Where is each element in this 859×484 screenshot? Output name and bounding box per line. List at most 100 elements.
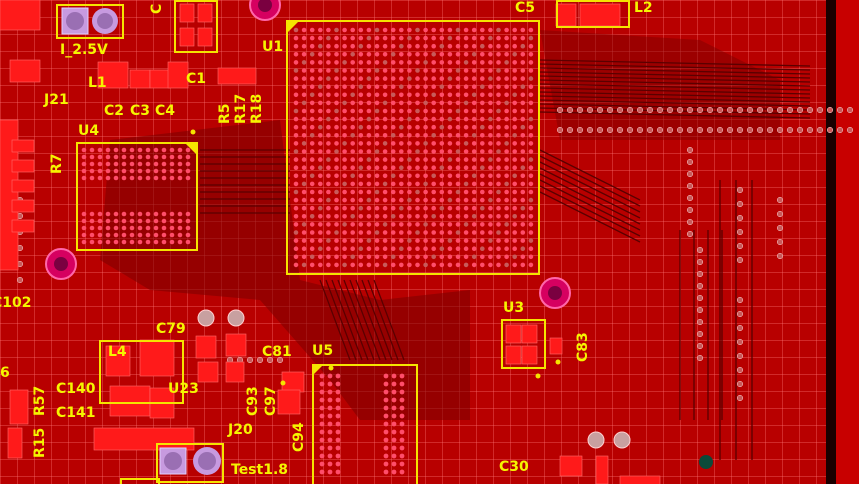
u4-pad xyxy=(121,239,127,245)
i25v-connector-outline[interactable] xyxy=(56,4,124,39)
bga-ball xyxy=(350,100,356,106)
u4-pad xyxy=(145,218,151,224)
top-cap-outline[interactable] xyxy=(174,0,218,53)
u5-pad xyxy=(327,421,333,427)
bga-ball xyxy=(326,157,331,162)
c5-outline[interactable] xyxy=(556,0,630,28)
bga-ball xyxy=(358,108,364,114)
bga-ball xyxy=(423,197,428,203)
bga-ball xyxy=(382,60,388,65)
u4-outline[interactable] xyxy=(76,142,198,251)
bga-ball xyxy=(358,133,364,138)
bga-ball xyxy=(358,157,364,162)
trace-bundle-mid xyxy=(539,149,641,201)
bga-ball xyxy=(374,76,380,81)
bga-ball xyxy=(382,68,388,73)
smd-pad xyxy=(521,345,538,365)
u4-pad xyxy=(121,232,127,238)
bga-ball xyxy=(326,214,331,219)
bga-ball xyxy=(358,254,364,260)
bottom-left-outline[interactable] xyxy=(120,478,160,484)
bga-ball xyxy=(447,35,453,41)
bga-ball xyxy=(382,246,388,251)
u4-pad xyxy=(161,168,167,174)
bga-ball xyxy=(382,157,388,162)
trace-bundle-right xyxy=(539,63,811,71)
bga-ball xyxy=(455,68,461,73)
bga-ball xyxy=(463,230,469,235)
bga-ball xyxy=(471,254,477,260)
bga-ball xyxy=(520,60,526,65)
u5-pad xyxy=(391,461,397,467)
label-r15: R15 xyxy=(32,427,48,458)
bga-ball xyxy=(390,27,396,33)
test18-connector-outline[interactable] xyxy=(156,443,224,483)
bga-ball xyxy=(374,68,380,73)
bga-ball xyxy=(399,43,404,49)
bga-ball xyxy=(342,124,347,130)
bga-ball xyxy=(496,35,501,41)
via xyxy=(696,318,704,326)
thru-hole-pad xyxy=(587,431,605,449)
bga-ball xyxy=(463,27,469,33)
bga-ball xyxy=(334,149,339,154)
bga-ball xyxy=(342,262,347,268)
bga-ball xyxy=(471,181,477,187)
bga-ball xyxy=(326,141,331,146)
bga-ball xyxy=(382,214,388,219)
via xyxy=(736,242,744,250)
bga-ball xyxy=(342,230,347,235)
bga-ball xyxy=(309,35,315,41)
bga-ball xyxy=(423,100,428,106)
via xyxy=(736,186,744,194)
bga-ball xyxy=(480,197,485,203)
u4-pad xyxy=(105,239,111,245)
label-l1: L1 xyxy=(88,75,107,91)
bga-ball xyxy=(350,27,356,33)
l4-outline[interactable] xyxy=(99,340,184,404)
bga-ball xyxy=(407,116,412,122)
bga-ball xyxy=(358,181,364,187)
u5-outline[interactable] xyxy=(312,364,418,484)
bga-ball xyxy=(439,149,445,154)
bga-ball xyxy=(496,133,501,138)
bga-ball xyxy=(463,43,469,49)
bga-ball xyxy=(512,84,517,89)
smd-pad xyxy=(0,0,41,31)
bga-ball xyxy=(480,92,485,98)
bga-ball xyxy=(350,60,356,65)
bga-ball xyxy=(415,222,420,227)
bga-ball xyxy=(463,262,469,268)
bga-ball xyxy=(488,84,493,89)
bga-ball xyxy=(342,197,347,203)
bga-ball xyxy=(350,124,356,130)
bga-ball xyxy=(366,181,372,187)
bga-ball xyxy=(431,108,437,114)
bga-ball xyxy=(455,246,461,251)
bga-ball xyxy=(488,108,493,114)
u5-pad xyxy=(391,429,397,435)
u5-pad xyxy=(335,373,341,379)
bga-ball xyxy=(528,92,534,98)
bga-ball xyxy=(520,35,526,41)
u1-outline[interactable] xyxy=(286,20,540,275)
u4-pad xyxy=(89,211,95,217)
u4-pad xyxy=(105,211,111,217)
bga-ball xyxy=(318,124,323,130)
bga-ball xyxy=(301,60,307,65)
bga-ball xyxy=(504,197,509,203)
bga-ball xyxy=(431,197,437,203)
bga-ball xyxy=(358,43,364,49)
u3-outline[interactable] xyxy=(501,319,546,369)
via xyxy=(736,256,744,264)
smd-pad xyxy=(9,59,41,83)
bga-ball xyxy=(528,35,534,41)
bga-ball xyxy=(342,157,347,162)
u4-pad xyxy=(129,232,135,238)
bga-ball xyxy=(342,92,347,98)
connector-pad-square xyxy=(164,452,182,470)
bga-ball xyxy=(463,108,469,114)
label-u3: U3 xyxy=(503,300,525,316)
bga-ball xyxy=(496,222,501,227)
